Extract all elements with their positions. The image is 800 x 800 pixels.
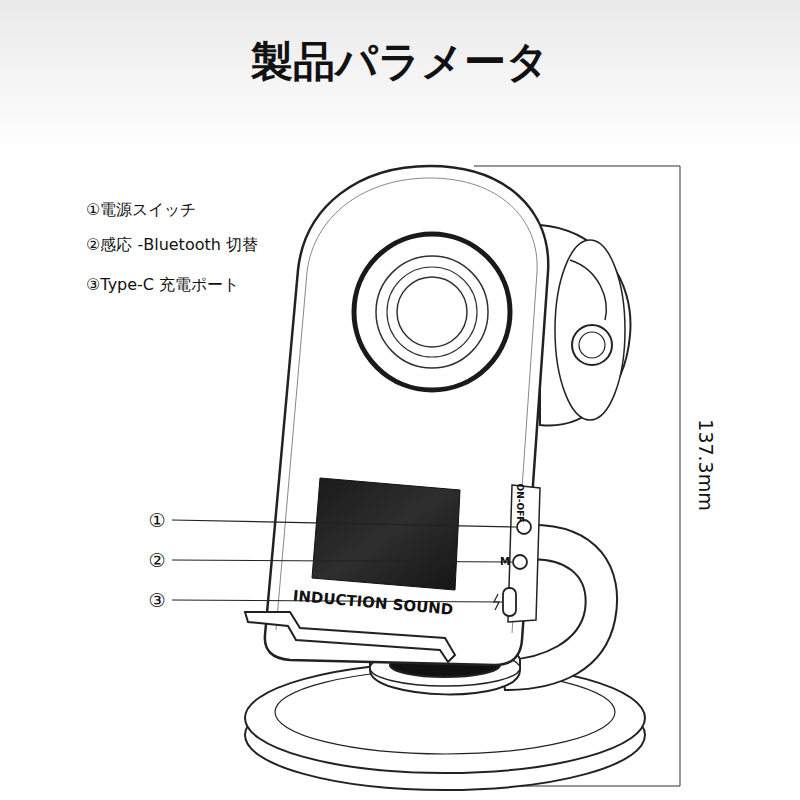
legend-item: ②感応 -Bluetooth 切替 (86, 236, 258, 254)
dimension-text: 137.3mm (696, 419, 717, 510)
leader-lines (172, 520, 516, 602)
callout-number: ① (148, 510, 165, 531)
header-band (0, 0, 800, 150)
callout-number: ② (148, 550, 165, 571)
phone-ledge (245, 612, 455, 662)
rear-speaker (540, 225, 630, 425)
legend-item: ①電源スイッチ (86, 201, 196, 219)
button-marking: M (500, 556, 510, 567)
page-title: 製品パラメータ (251, 39, 549, 85)
legend-item: ③Type-C 充電ポート (86, 276, 239, 294)
switch-marking: ON-OFF (514, 484, 524, 523)
callout-number: ③ (148, 590, 165, 611)
front-panel (265, 166, 548, 665)
